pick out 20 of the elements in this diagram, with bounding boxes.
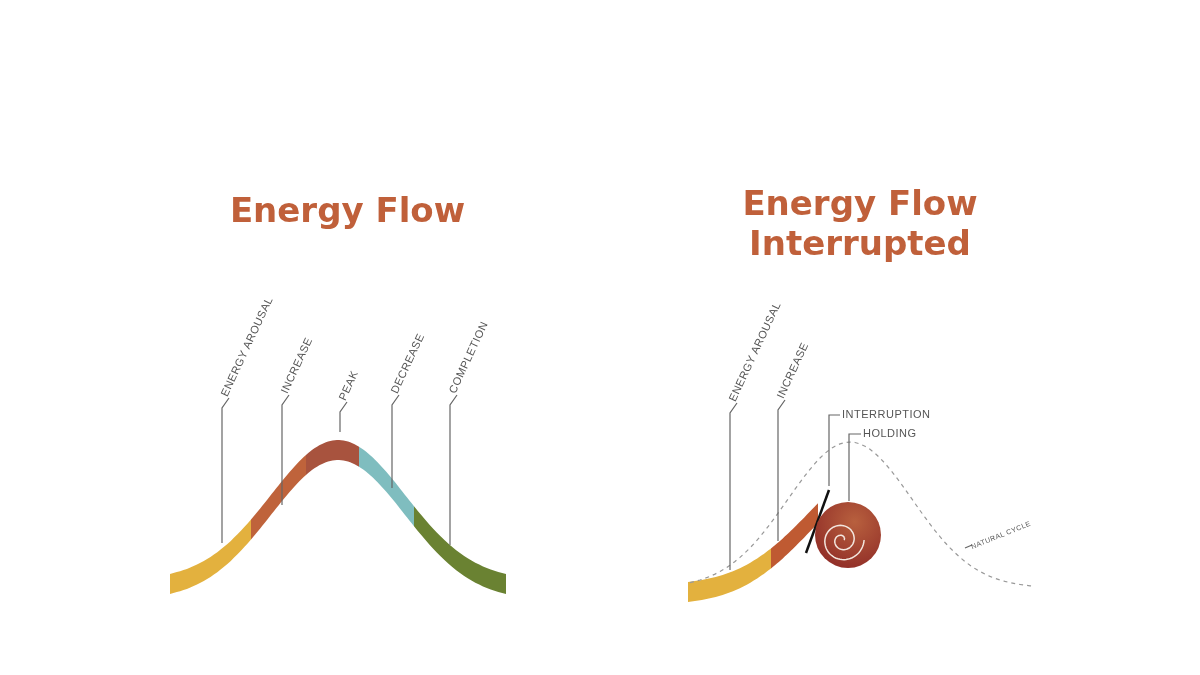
leader-line — [281, 394, 290, 506]
leader-line — [729, 402, 738, 571]
leader-line — [221, 397, 230, 544]
curve-segment — [414, 506, 506, 594]
leader-line — [828, 414, 841, 487]
leader-line — [777, 399, 786, 542]
leader-line — [449, 394, 458, 546]
leader-line — [391, 394, 400, 489]
curve-segment — [359, 446, 414, 527]
stage-label: HOLDING — [863, 427, 917, 439]
stage-label: INTERRUPTION — [842, 408, 931, 420]
curve-segment — [688, 548, 771, 602]
leader-line — [339, 401, 348, 433]
curve-segment — [306, 440, 359, 475]
heading: Energy Flow — [228, 190, 467, 230]
curve-segment — [251, 455, 306, 540]
leader-line — [964, 544, 973, 549]
leader-line — [848, 433, 862, 502]
curve-segment — [170, 519, 251, 594]
heading: Energy Flow Interrupted — [741, 183, 979, 263]
